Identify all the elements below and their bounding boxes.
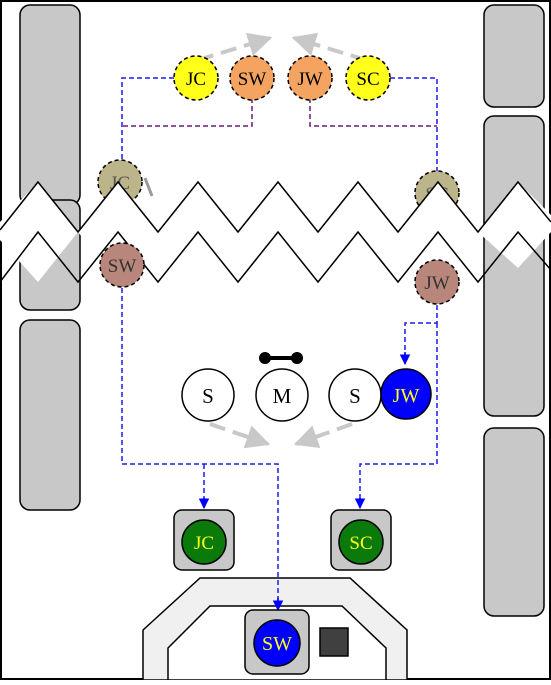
top-jw-label: JW [297,69,322,90]
break-line-top [0,180,551,234]
bottom-jc-node[interactable] [181,519,227,565]
top-sw-label: SW [238,69,267,90]
dark-square-icon [319,627,349,657]
middle-jw-node[interactable] [380,368,432,420]
bottom-sc-node[interactable] [338,519,384,565]
top-dashed-purple-lines [122,98,437,127]
lower-jw-node[interactable] [414,259,460,305]
middle-row: S M S JW [181,352,432,422]
top-jw-node[interactable] [287,55,333,101]
top-sw-node[interactable] [229,55,275,101]
top-dashed-blue-lines [121,77,438,175]
break-line-bottom [0,230,551,284]
top-jc-node[interactable] [173,55,219,101]
lower-jw-label: JW [424,273,449,294]
middle-m-node[interactable] [255,368,309,422]
dumbbell-icon [259,352,303,364]
middle-m-label: M [273,384,292,408]
middle-s-left-label: S [202,384,214,408]
middle-s-left-node[interactable] [181,368,235,422]
bottom-jc-label: JC [194,533,214,554]
left-bar-1 [19,4,81,206]
top-sc-node[interactable] [345,55,391,101]
top-row: JC SW JW SC [173,55,391,101]
top-sc-label: SC [356,69,379,90]
top-gray-arrows [197,32,367,62]
bottom-sw-label: SW [262,633,292,655]
right-bar-2 [483,115,545,417]
upper-jc-arrow [143,177,154,197]
right-bar-3 [483,427,545,617]
lower-sw-label: SW [108,256,137,277]
bottom-sc-label: SC [349,533,372,554]
right-bar-1 [483,4,545,108]
top-jc-label: JC [186,69,206,90]
left-bar-3 [19,319,81,511]
bottom-sw-node[interactable] [253,619,301,667]
middle-gray-arrows [209,422,353,449]
middle-s-right-label: S [349,384,361,408]
lower-sw-node[interactable] [99,242,145,288]
middle-jw-label: JW [393,385,420,407]
